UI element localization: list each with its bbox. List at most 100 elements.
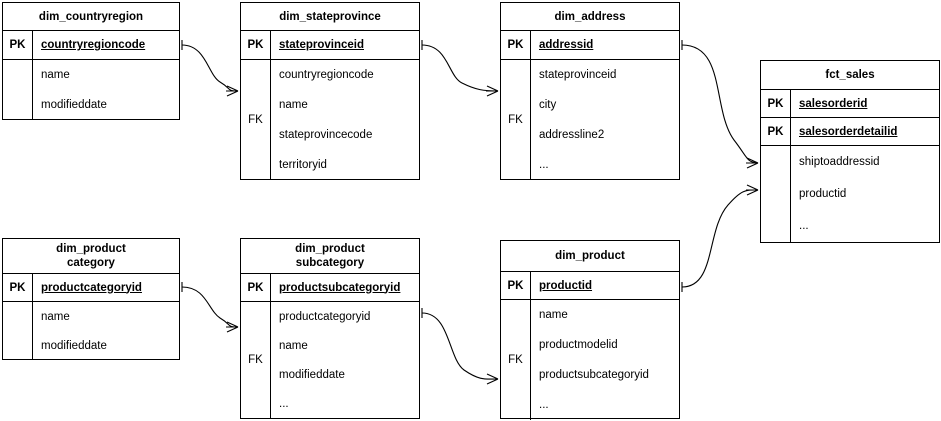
field-name: name bbox=[41, 310, 70, 323]
key-marker-none bbox=[761, 146, 791, 242]
field-column: productsubcategoryid bbox=[271, 274, 419, 301]
entity-section: PK productid bbox=[501, 272, 679, 300]
field-countryregioncode: countryregioncode bbox=[279, 69, 374, 81]
key-marker-pk: PK bbox=[3, 31, 33, 59]
entity-title-fct_sales: fct_sales bbox=[761, 61, 939, 90]
cardinality-many-marker bbox=[746, 184, 759, 196]
relationship-line bbox=[181, 44, 239, 92]
relationship-line bbox=[181, 286, 239, 328]
field-productsubcategoryid: productsubcategoryid bbox=[539, 369, 649, 381]
key-marker-fk: FK bbox=[501, 60, 531, 180]
key-marker-pk: PK bbox=[761, 90, 791, 117]
field-column: addressid bbox=[531, 31, 679, 59]
field-stateprovinceid: stateprovinceid bbox=[539, 69, 617, 81]
field-productsubcategoryid: productsubcategoryid bbox=[279, 281, 401, 294]
field-column: salesorderid bbox=[791, 90, 939, 117]
field-addressline2: addressline2 bbox=[539, 129, 605, 141]
entity-section: FK countryregioncode name stateprovincecode… bbox=[241, 60, 419, 180]
entity-section: PK salesorderid bbox=[761, 90, 939, 118]
key-marker-pk: PK bbox=[501, 272, 531, 299]
field-column: productcategoryid bbox=[33, 274, 179, 301]
relationship-line bbox=[681, 189, 759, 288]
field-column: productcategoryid name modifieddate... bbox=[271, 302, 419, 418]
field-column: name productmodelid productsubcategoryid..… bbox=[531, 300, 679, 420]
cardinality-many-marker bbox=[486, 373, 499, 385]
relationship-line bbox=[681, 44, 759, 164]
relationship-productsubcategory-to-product[interactable] bbox=[421, 308, 499, 385]
field-ellipsisellipsisellipsis: ... bbox=[539, 399, 549, 411]
field-productid: productid bbox=[539, 279, 593, 292]
relationship-stateprovince-to-address[interactable] bbox=[421, 40, 499, 97]
entity-section: PK stateprovinceid bbox=[241, 31, 419, 60]
field-stateprovinceid: stateprovinceid bbox=[279, 39, 364, 51]
field-name: name bbox=[41, 69, 70, 81]
field-salesorderdetailid: salesorderdetailid bbox=[799, 125, 898, 138]
key-marker-fk: FK bbox=[241, 302, 271, 418]
field-name: name bbox=[539, 309, 568, 321]
cardinality-many-marker bbox=[226, 85, 239, 97]
field-stateprovincecode: stateprovincecode bbox=[279, 129, 373, 141]
field-territoryid: territoryid bbox=[279, 159, 327, 171]
entity-section: name modifieddate bbox=[3, 302, 179, 360]
relationship-line bbox=[421, 44, 499, 92]
field-column: name modifieddate bbox=[33, 302, 179, 360]
field-productmodelid: productmodelid bbox=[539, 339, 618, 351]
field-name: name bbox=[279, 339, 308, 352]
entity-section: FK productcategoryid name modifieddate... bbox=[241, 302, 419, 418]
key-marker-pk: PK bbox=[241, 31, 271, 59]
field-ellipsisellipsisellipsis: ... bbox=[539, 159, 549, 171]
field-modifieddate: modifieddate bbox=[41, 339, 107, 352]
entity-title-dim_productcategory: dim_product category bbox=[3, 239, 179, 274]
field-ellipsisellipsisellipsis: ... bbox=[279, 397, 289, 410]
cardinality-many-marker bbox=[486, 85, 499, 97]
entity-title-dim_address: dim_address bbox=[501, 3, 679, 31]
field-modifieddate: modifieddate bbox=[279, 368, 345, 381]
field-name: name bbox=[279, 99, 308, 111]
key-marker-none bbox=[3, 60, 33, 120]
key-marker-none bbox=[3, 302, 33, 360]
field-column: countryregioncode name stateprovincecode te… bbox=[271, 60, 419, 180]
relationship-productcategory-to-subcategory[interactable] bbox=[181, 282, 239, 333]
cardinality-many-marker bbox=[226, 321, 239, 333]
field-productcategoryid: productcategoryid bbox=[41, 281, 142, 294]
field-column: productid bbox=[531, 272, 679, 299]
cardinality-many-marker bbox=[746, 157, 759, 169]
entity-title-dim_productsubcategory: dim_product subcategory bbox=[241, 239, 419, 274]
key-marker-pk: PK bbox=[241, 274, 271, 301]
relationship-countryregion-to-stateprovince[interactable] bbox=[181, 40, 239, 97]
entity-title-dim_countryregion: dim_countryregion bbox=[3, 3, 179, 31]
relationship-line bbox=[421, 312, 499, 380]
field-ellipsisellipsisellipsis: ... bbox=[799, 220, 809, 232]
field-shiptoaddressid: shiptoaddressid bbox=[799, 156, 880, 168]
entity-title-dim_product: dim_product bbox=[501, 241, 679, 272]
entity-section: PK addressid bbox=[501, 31, 679, 60]
field-productcategoryid: productcategoryid bbox=[279, 310, 371, 323]
field-column: stateprovinceid bbox=[271, 31, 419, 59]
key-marker-fk: FK bbox=[241, 60, 271, 180]
field-addressid: addressid bbox=[539, 39, 594, 51]
entity-section: PK productsubcategoryid bbox=[241, 274, 419, 302]
field-salesorderid: salesorderid bbox=[799, 97, 868, 110]
key-marker-pk: PK bbox=[501, 31, 531, 59]
relationship-product-to-fctsales[interactable] bbox=[681, 184, 759, 292]
field-column: countryregioncode bbox=[33, 31, 179, 59]
field-column: salesorderdetailid bbox=[791, 118, 939, 145]
relationship-address-to-fctsales[interactable] bbox=[681, 40, 759, 169]
